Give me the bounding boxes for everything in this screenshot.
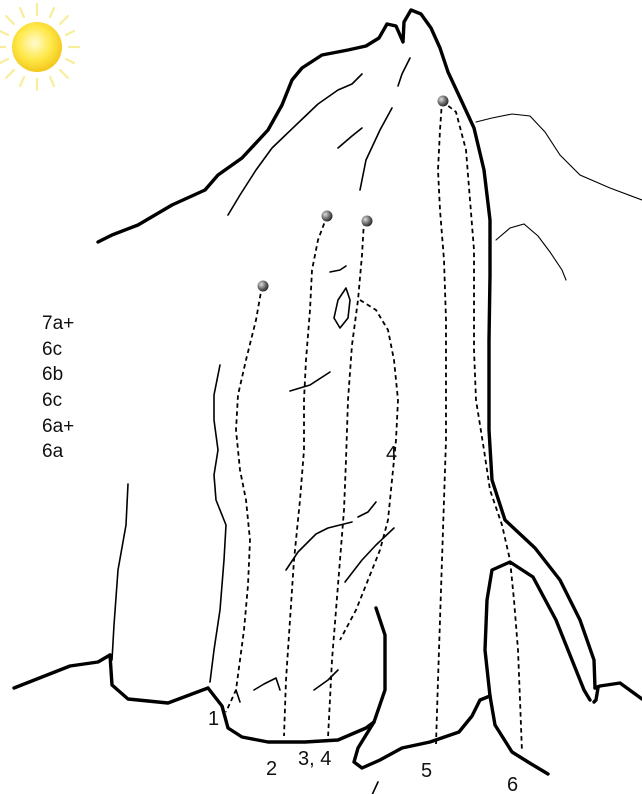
rock-features: [112, 58, 642, 794]
belay-anchor-icon: [258, 281, 269, 292]
route-6-line: [442, 101, 522, 752]
route-4-line: [340, 300, 398, 640]
route-label-6: 6: [507, 774, 518, 794]
belay-anchor-icon: [362, 216, 373, 227]
grade-6: 6a: [42, 441, 64, 462]
grade-1: 7a+: [42, 313, 74, 334]
route-label-3-4: 3, 4: [298, 748, 331, 770]
route-2-line: [284, 216, 327, 736]
route-label-5: 5: [421, 760, 432, 782]
route-5-line: [436, 101, 446, 744]
grade-4: 6c: [42, 390, 62, 411]
grade-2: 6c: [42, 339, 62, 360]
grade-list: 7a+ 6c 6b 6c 6a+ 6a: [42, 313, 74, 462]
anchor-group: [258, 96, 449, 292]
route-3-line: [328, 221, 364, 738]
route-lines: [226, 101, 522, 752]
grade-3: 6b: [42, 364, 63, 385]
grade-5: 6a+: [42, 416, 74, 437]
sun-icon: [0, 4, 79, 90]
belay-anchor-icon: [322, 211, 333, 222]
route-label-2: 2: [266, 758, 277, 780]
belay-anchor-icon: [438, 96, 449, 107]
rock-outline: [14, 10, 642, 774]
route-label-1: 1: [208, 708, 219, 730]
route-1-line: [226, 286, 262, 712]
route-label-4: 4: [386, 443, 397, 465]
